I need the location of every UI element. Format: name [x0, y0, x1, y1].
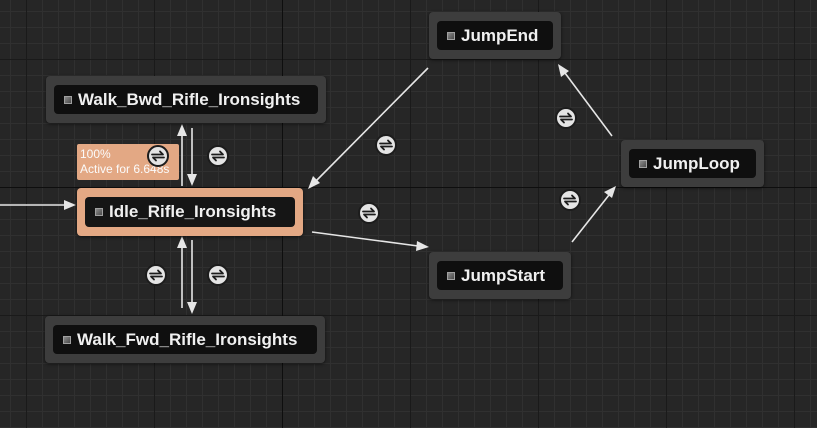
state-node-walk-fwd[interactable]: Walk_Fwd_Rifle_Ironsights [45, 316, 325, 363]
state-node-jump-loop[interactable]: JumpLoop [621, 140, 764, 187]
state-node-jump-start[interactable]: JumpStart [429, 252, 571, 299]
transition-rule-icon[interactable] [559, 189, 581, 211]
state-node-label: JumpStart [461, 265, 546, 285]
state-node-label: JumpEnd [461, 25, 539, 45]
wire-jump-end-to-idle[interactable] [308, 67, 429, 189]
state-node-label: Walk_Bwd_Rifle_Ironsights [78, 89, 301, 109]
state-active-time: Active for 6.648s [80, 162, 170, 176]
wire-entry-to-idle [0, 200, 76, 210]
graph-origin-horizontal-line [0, 187, 817, 188]
state-node-icon [639, 159, 647, 168]
wire-jump-start-to-jump-loop[interactable] [571, 186, 616, 243]
state-node-icon [447, 31, 455, 40]
state-node-idle[interactable]: Idle_Rifle_Ironsights [77, 188, 303, 236]
state-weight: 100% [80, 147, 111, 161]
state-node-icon [64, 95, 72, 104]
transition-rule-icon[interactable] [358, 202, 380, 224]
transition-rule-icon[interactable] [207, 145, 229, 167]
transition-rule-icon[interactable] [375, 134, 397, 156]
transition-rule-icon[interactable] [147, 145, 169, 167]
transition-rule-icon[interactable] [145, 264, 167, 286]
state-node-label: JumpLoop [653, 153, 740, 173]
state-node-icon [63, 335, 71, 344]
wire-idle-to-walk-fwd[interactable] [187, 240, 197, 314]
wire-jump-loop-to-jump-end[interactable] [558, 64, 613, 137]
state-node-walk-bwd[interactable]: Walk_Bwd_Rifle_Ironsights [46, 76, 326, 123]
wire-idle-to-walk-bwd[interactable] [177, 124, 187, 186]
wire-idle-to-jump-start[interactable] [311, 231, 429, 251]
transition-rule-icon[interactable] [555, 107, 577, 129]
state-node-icon [95, 208, 103, 216]
state-node-label: Walk_Fwd_Rifle_Ironsights [77, 329, 298, 349]
wire-walk-fwd-to-idle[interactable] [177, 236, 187, 308]
state-node-label: Idle_Rifle_Ironsights [109, 202, 277, 221]
transition-rule-icon[interactable] [207, 264, 229, 286]
state-node-jump-end[interactable]: JumpEnd [429, 12, 561, 59]
wire-walk-bwd-to-idle[interactable] [187, 128, 197, 186]
state-node-icon [447, 271, 455, 280]
